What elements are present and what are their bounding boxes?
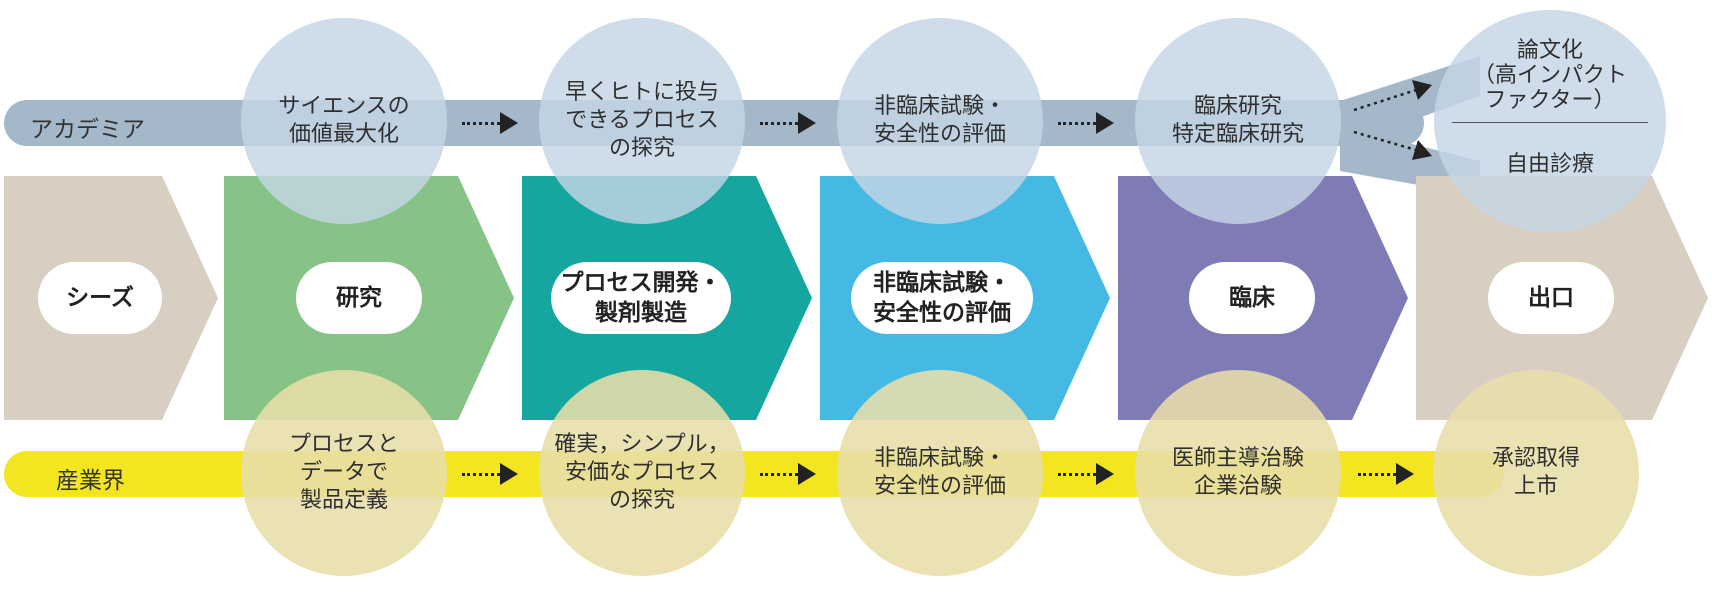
industry-arrow-4 (1358, 463, 1414, 485)
industry-circle-product-definition: プロセスと データで 製品定義 (241, 370, 447, 576)
industry-arrow-3 (1058, 463, 1114, 485)
industry-circle-trials: 医師主導治験 企業治験 (1135, 370, 1341, 576)
industry-arrow-2 (760, 463, 816, 485)
stage-label-clinical: 臨床 (1189, 262, 1315, 334)
academia-arrow-2 (760, 112, 816, 134)
stage-label-process: プロセス開発・ 製剤製造 (551, 262, 731, 334)
academia-circle-nonclinical: 非臨床試験・ 安全性の評価 (837, 18, 1043, 224)
industry-circle-approval: 承認取得 上市 (1433, 370, 1639, 576)
stage-label-research: 研究 (296, 262, 422, 334)
academia-circle-science: サイエンスの 価値最大化 (241, 18, 447, 224)
outcome-publication: 論文化 （高インパクト ファクター） (1472, 38, 1627, 113)
academia-circle-process: 早くヒトに投与 できるプロセス の探究 (539, 18, 745, 224)
academia-arrow-1 (462, 112, 518, 134)
stage-label-nonclinical: 非臨床試験・ 安全性の評価 (851, 262, 1033, 334)
industry-circle-nonclinical: 非臨床試験・ 安全性の評価 (837, 370, 1043, 576)
industry-label: 産業界 (56, 468, 125, 494)
outcome-divider (1452, 122, 1648, 123)
industry-circle-process: 確実，シンプル， 安価なプロセス の探究 (539, 370, 745, 576)
academia-circle-clinical-research: 臨床研究 特定臨床研究 (1135, 18, 1341, 224)
industry-arrow-1 (462, 463, 518, 485)
arrowhead-to-publication (1412, 80, 1432, 100)
outcome-free-care: 自由診療 (1505, 152, 1594, 177)
stage-label-seeds: シーズ (38, 262, 162, 334)
academia-outcome-circle (1434, 10, 1666, 232)
academia-label: アカデミア (30, 117, 145, 143)
academia-arrow-3 (1058, 112, 1114, 134)
arrowhead-to-free-care (1412, 140, 1432, 160)
academia-outcome-arrows (1353, 80, 1432, 160)
stage-label-exit: 出口 (1488, 262, 1614, 334)
